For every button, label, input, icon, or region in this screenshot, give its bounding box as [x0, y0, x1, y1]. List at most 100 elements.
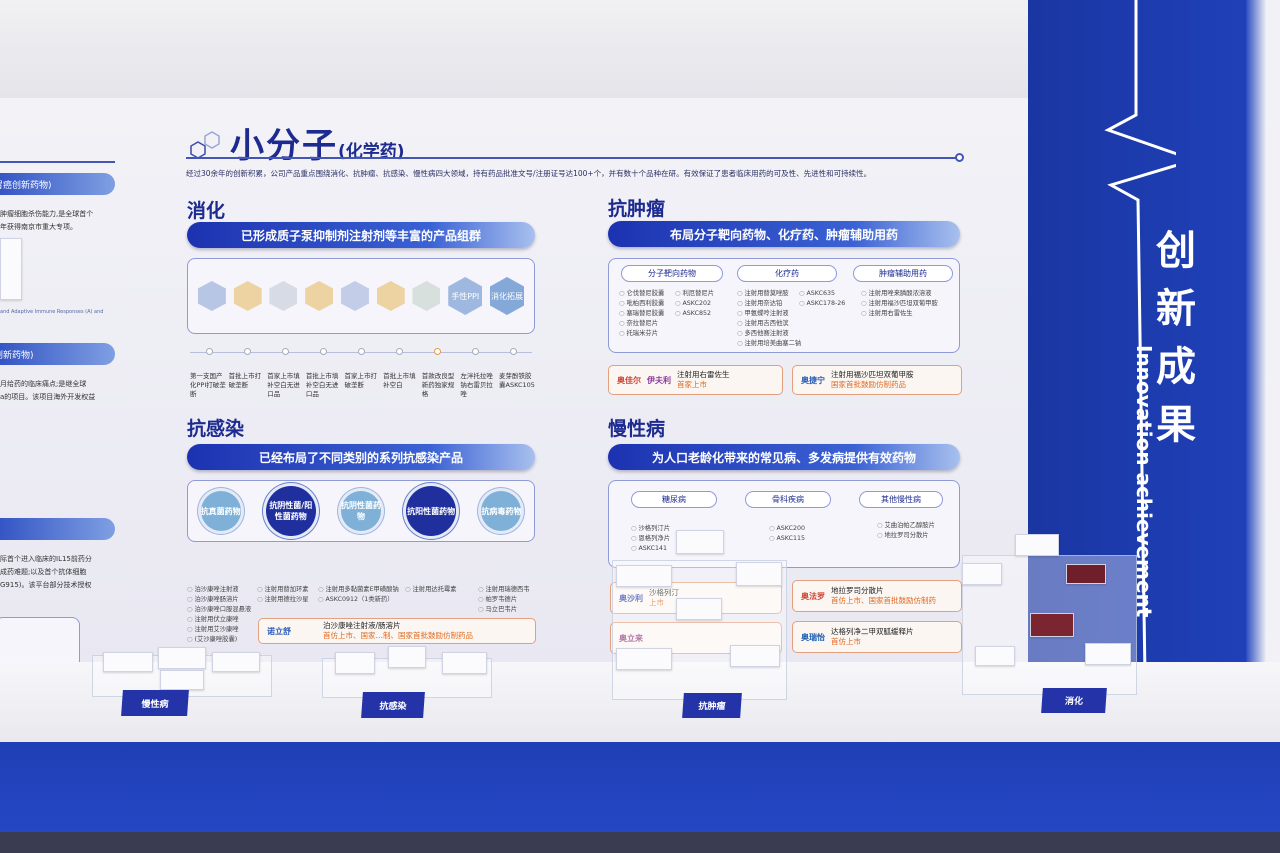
drug-item: 仑伐替尼胶囊 [619, 289, 665, 299]
timeline-dot [281, 348, 289, 355]
pill-label: 胃癌创新药物) [0, 180, 52, 191]
drug-list: 注射用替加环素 注射用德拉沙星 [257, 585, 309, 605]
timeline-dot [243, 348, 251, 355]
timeline-label: 第一支国产化PPI打破垄断 [190, 372, 226, 398]
drug-item: 注射用替加环素 [257, 585, 309, 595]
card-note: 上市 [649, 598, 664, 607]
brand-logo: 诺立舒 [267, 626, 291, 636]
drug-item: 托瑞米芬片 [619, 329, 664, 339]
chronic-banner: 为人口老龄化带来的常见病、多发病提供有效药物 [608, 444, 960, 470]
drug-item: 泊沙康唑注射液 [187, 585, 251, 595]
drug-list: 注射用瑞德西韦 帕罗韦德片 马立巴韦片 [478, 585, 530, 615]
medicine-box [1085, 643, 1131, 665]
drug-item: 多西他赛注射液 [737, 329, 801, 339]
category-circle: 抗真菌药物 [200, 491, 241, 531]
brand-logo: 奥捷宁 [801, 375, 825, 385]
card-title: 地拉罗司分散片 [831, 586, 884, 595]
left-text: 月给药的临床痛点;是继全球 [0, 380, 87, 388]
drug-item: 注射用奈达铂 [737, 299, 801, 309]
oncology-box: 分子靶向药物 化疗药 肿瘤辅助用药 仑伐替尼胶囊 吡柏西利胶囊 塞瑞替尼胶囊 奈… [608, 258, 960, 353]
card-note: 首仿上市 [831, 637, 861, 646]
molecule-icon [190, 131, 220, 159]
counter-sign-digestion: 消化 [1041, 688, 1107, 713]
card-note: 首仿上市、国家…制、国家首批鼓励仿制药品 [323, 631, 473, 640]
medicine-box [616, 565, 672, 587]
medicine-box [1066, 564, 1106, 584]
left-pill: 创新药物) [0, 343, 115, 365]
drug-item: 帕罗韦德片 [478, 595, 530, 605]
category-circle: 抗阴性菌/阳性菌药物 [265, 486, 316, 536]
left-caption: and Adaptive Immune Responses (A) and [0, 309, 104, 315]
section-title-digestion: 消化 [187, 200, 226, 222]
product-hex [305, 281, 334, 311]
left-text: a的项目。该项目海外开发权益 [0, 393, 96, 401]
medicine-box [1015, 534, 1059, 556]
drug-item: 注射用多黏菌素E甲磺酸钠 [318, 585, 399, 595]
card-note: 国家首批鼓励仿制药品 [831, 380, 906, 389]
left-pill: 胃癌创新药物) [0, 173, 115, 195]
category-tag: 化疗药 [737, 265, 837, 282]
drug-item: 注射用右雷佐生 [861, 309, 938, 319]
timeline-label: 左泮托拉唑钠右雷贝拉唑 [460, 372, 493, 398]
timeline-dot [509, 348, 517, 355]
drug-item: ASKC852 [675, 309, 714, 319]
section-title-oncology: 抗肿瘤 [608, 198, 666, 220]
card-title: 泊沙康唑注射液/肠溶片 [323, 621, 401, 630]
drug-item: 泊沙康唑肠溶片 [187, 595, 251, 605]
card-title: 沙格列汀 [649, 588, 679, 597]
category-circle: 抗病毒药物 [481, 491, 522, 531]
section-title-chronic: 慢性病 [608, 418, 666, 440]
timeline-label: 首家上市打破垄断 [344, 372, 378, 389]
drug-item: 泊沙康唑口服混悬液 [187, 605, 252, 615]
timeline-label: 首款改良型新药独家规格 [421, 372, 455, 398]
card-title: 注射用福沙匹坦双葡甲胺 [831, 370, 914, 379]
medicine-box [730, 645, 780, 667]
timeline-dot [205, 348, 213, 355]
category-circle: 抗阴性菌药物 [340, 491, 381, 531]
drug-item: 注射用替莫唑胺 [737, 289, 801, 299]
drug-item: 注射用德拉沙星 [257, 595, 309, 605]
timeline-dot [471, 348, 479, 355]
header-divider [186, 157, 958, 159]
left-box [0, 617, 80, 669]
brand-logo: 奥佳尔 [617, 375, 641, 385]
card-title: 达格列净二甲双胍缓释片 [831, 627, 914, 636]
medicine-box [975, 646, 1015, 666]
drug-item: 艾曲泊帕乙醇胺片 [877, 521, 935, 531]
drug-item: 注射用培美曲塞二钠 [737, 339, 802, 349]
medicine-box [962, 563, 1002, 585]
product-hex [340, 281, 369, 311]
floor [0, 832, 1280, 853]
medicine-box [736, 562, 782, 586]
left-text: G915)。该平台部分技术授权 [0, 581, 92, 589]
left-pill [0, 518, 115, 540]
drug-item: 注射用福沙匹坦双葡甲胺 [861, 299, 938, 309]
card-note: 首家上市 [677, 380, 707, 389]
drug-list: 注射用达托霉素 [405, 585, 457, 595]
product-card: 奥法罗 地拉罗司分散片首仿上市、国家首批鼓励仿制药 [792, 580, 962, 612]
drug-item: ASKC115 [769, 534, 806, 544]
divider-end-dot [955, 153, 964, 162]
brand-logo: 奥瑞怡 [801, 632, 825, 642]
product-hex-digestion-ext: 消化拓展 [490, 277, 524, 315]
brand-logo: 奥沙利 [619, 593, 643, 603]
section-title-anti-infection: 抗感染 [187, 418, 245, 440]
category-circle: 抗阳性菌药物 [406, 486, 457, 536]
side-column [1246, 0, 1280, 745]
digestion-product-box: 手性PPI 消化拓展 [187, 258, 535, 334]
category-tag: 肿瘤辅助用药 [853, 265, 953, 282]
counter-sign-oncology: 抗肿瘤 [682, 693, 742, 718]
drug-item: 马立巴韦片 [478, 605, 530, 615]
product-card: 奥捷宁 注射用福沙匹坦双葡甲胺国家首批鼓励仿制药品 [792, 365, 962, 395]
drug-item: ASKC200 [769, 524, 806, 534]
header-description: 经过30余年的创新积累，公司产品重点围绕消化、抗肿瘤、抗感染、慢性病四大领域，持… [186, 169, 872, 178]
drug-item: 塞瑞替尼胶囊 [619, 309, 665, 319]
brand-logo: 伊夫利 [647, 375, 671, 385]
timeline-label: 首家上市填补空白无进口品 [267, 372, 300, 398]
anti-infection-box: 抗真菌药物 抗阴性菌/阳性菌药物 抗阴性菌药物 抗阳性菌药物 抗病毒药物 [187, 480, 535, 542]
medicine-box [388, 646, 426, 668]
product-hex-chiral-ppi: 手性PPI [448, 277, 483, 315]
product-card: 诺立舒 泊沙康唑注射液/肠溶片首仿上市、国家…制、国家首批鼓励仿制药品 [258, 618, 536, 644]
product-card: 奥瑞怡 达格列净二甲双胍缓释片首仿上市 [792, 621, 962, 653]
timeline-label: 首批上市填补空白无进口品 [305, 372, 339, 398]
